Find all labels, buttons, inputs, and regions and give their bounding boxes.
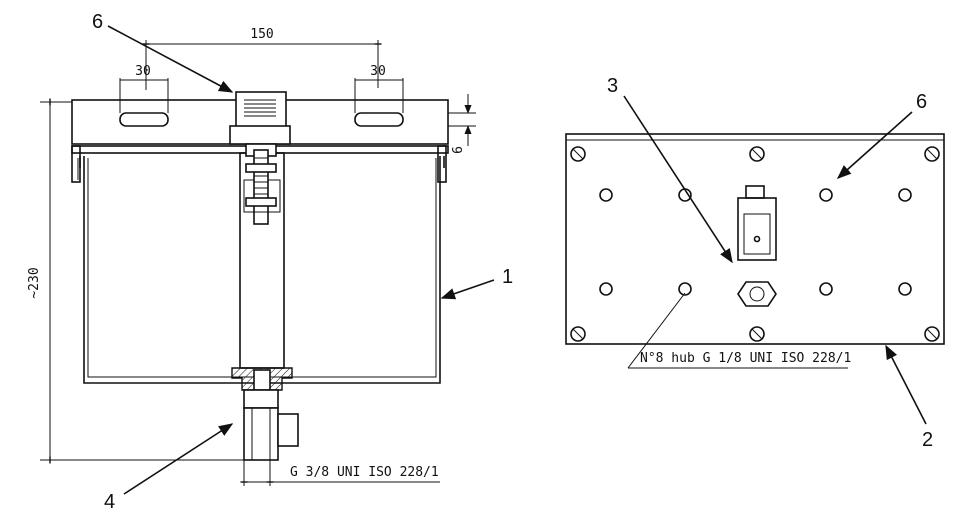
mounting-plate: [565, 133, 945, 345]
thread-outlet-label: G 3/8 UNI ISO 228/1: [290, 465, 439, 480]
callout-5: 6: [92, 11, 103, 33]
outlet-body: [243, 389, 279, 409]
valve-handle: [277, 413, 299, 447]
callout-1: 1: [502, 266, 513, 288]
slot-right: [354, 112, 404, 127]
dim-slot-right: 30: [370, 64, 386, 79]
slot-left: [119, 112, 169, 127]
callouts: 6 1 4 3 6 2: [92, 11, 933, 513]
callout-2: 2: [922, 429, 933, 451]
callout-4: 4: [104, 491, 115, 513]
clip-right: [437, 145, 447, 183]
dim-height-total: ~230: [27, 267, 42, 298]
callout-6: 6: [916, 91, 927, 113]
tank-top-view: N°8 hub G 1/8 UNI ISO 228/1: [565, 133, 945, 369]
callout-3: 3: [607, 75, 618, 97]
tank-section-view: 150 30 30 6 ~230 G 3/8 UNI ISO 228/1: [27, 27, 476, 486]
dim-width-top: 150: [250, 27, 273, 42]
hub-holes: [599, 188, 912, 296]
hex-fitting: [737, 281, 777, 307]
level-switch-connector: [737, 185, 777, 261]
dim-flange-thickness: 6: [451, 146, 466, 154]
thread-holes-label: N°8 hub G 1/8 UNI ISO 228/1: [640, 351, 851, 366]
clip-left: [71, 145, 81, 183]
dim-slot-left: 30: [135, 64, 151, 79]
screws: [570, 146, 940, 342]
threaded-rod: [253, 149, 269, 225]
